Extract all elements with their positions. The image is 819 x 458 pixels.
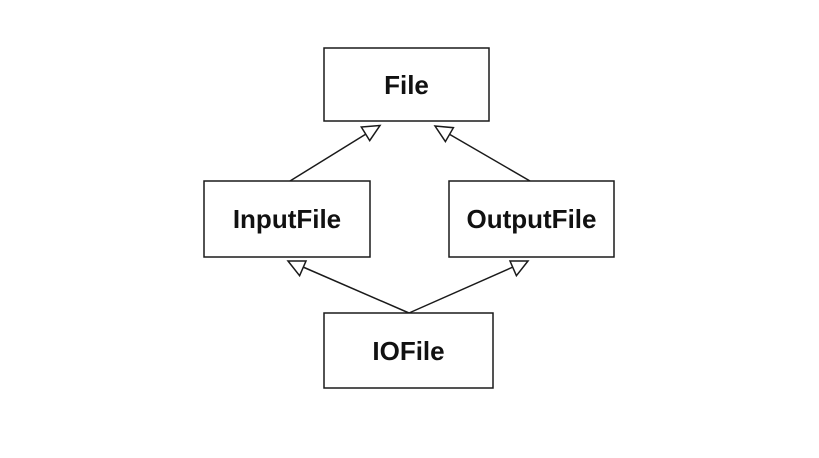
inheritance-arrowhead-icon — [360, 124, 382, 142]
node-iofile: IOFile — [323, 312, 494, 389]
iofile-box — [323, 312, 494, 389]
inputfile-label: InputFile — [233, 204, 341, 234]
outputfile-label: OutputFile — [467, 204, 597, 234]
file-box — [323, 47, 490, 122]
inheritance-arrowhead-icon — [433, 125, 455, 144]
iofile-label: IOFile — [372, 336, 444, 366]
edge-inputfile-to-file — [289, 124, 382, 182]
outputfile-box — [448, 180, 615, 258]
edge-iofile-to-inputfile — [286, 260, 410, 314]
node-inputfile: InputFile — [203, 180, 371, 258]
inputfile-box — [203, 180, 371, 258]
node-file: File — [323, 47, 490, 122]
edge-iofile-to-outputfile — [408, 260, 530, 314]
file-label: File — [384, 70, 429, 100]
node-outputfile: OutputFile — [448, 180, 615, 258]
inheritance-arrowhead-icon — [508, 260, 530, 278]
inheritance-arrowhead-icon — [286, 260, 308, 278]
edge-outputfile-to-file — [433, 125, 531, 182]
edges — [286, 124, 531, 314]
